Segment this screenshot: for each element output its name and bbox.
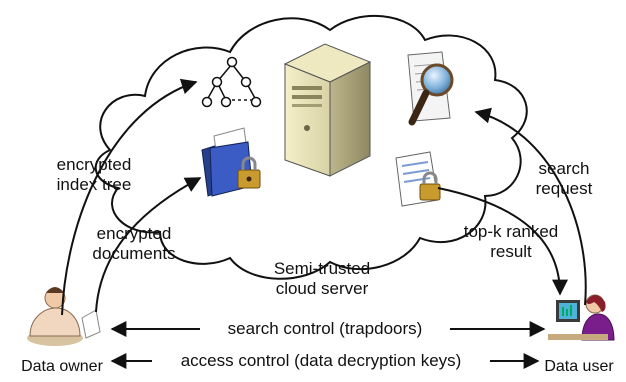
ranked-result-label-line1: top-k ranked <box>463 222 559 241</box>
documents-label-line1: encrypted <box>96 224 172 243</box>
access-control-label: access control (data decryption keys) <box>152 351 490 371</box>
encrypted-documents-icon <box>201 127 261 197</box>
index-tree-label: encrypted index tree <box>34 155 154 195</box>
data-owner-text: Data owner <box>21 358 103 375</box>
arrow-documents <box>95 177 202 313</box>
data-owner-label: Data owner <box>0 357 124 377</box>
ranked-result-label: top-k ranked result <box>446 222 576 262</box>
ranked-result-icon <box>395 151 441 207</box>
documents-label: encrypted documents <box>74 224 194 264</box>
search-request-label: search request <box>514 159 614 199</box>
data-user-text: Data user <box>544 358 614 375</box>
search-request-label-line2: request <box>535 179 593 198</box>
search-control-text: search control (trapdoors) <box>227 319 423 338</box>
data-user-icon <box>548 294 615 341</box>
arrow-index-tree <box>61 78 198 316</box>
index-tree-label-line1: encrypted <box>56 155 132 174</box>
cloud-server-label-line2: cloud server <box>275 279 369 298</box>
data-user-label: Data user <box>532 357 626 377</box>
arrow-ranked-result <box>437 187 568 296</box>
cloud-server-label: Semi-trusted cloud server <box>256 259 388 299</box>
documents-label-line2: documents <box>92 244 176 263</box>
access-control-text: access control (data decryption keys) <box>180 351 462 370</box>
index-tree-label-line2: index tree <box>56 175 132 194</box>
search-request-icon <box>407 51 454 126</box>
server-icon <box>283 43 372 177</box>
arrow-search-request <box>474 107 587 306</box>
cloud-server-label-line1: Semi-trusted <box>273 259 371 278</box>
data-owner-icon <box>27 287 101 346</box>
ranked-result-label-line2: result <box>490 242 532 261</box>
search-request-label-line1: search <box>538 159 590 178</box>
search-control-label: search control (trapdoors) <box>200 319 450 339</box>
index-tree-icon <box>201 56 262 108</box>
